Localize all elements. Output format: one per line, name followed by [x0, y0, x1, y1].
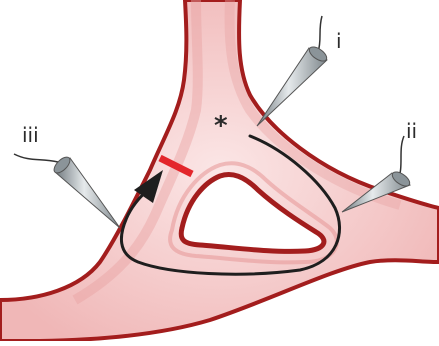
- recording-electrode-icon-i: [257, 16, 329, 126]
- electrode-label-iii: iii: [22, 123, 39, 147]
- electrode-label-ii: ii: [406, 119, 417, 143]
- recording-electrode-icon-iii: [14, 154, 120, 228]
- electrode-label-i: i: [336, 29, 342, 53]
- marker-asterisk: *: [214, 111, 228, 141]
